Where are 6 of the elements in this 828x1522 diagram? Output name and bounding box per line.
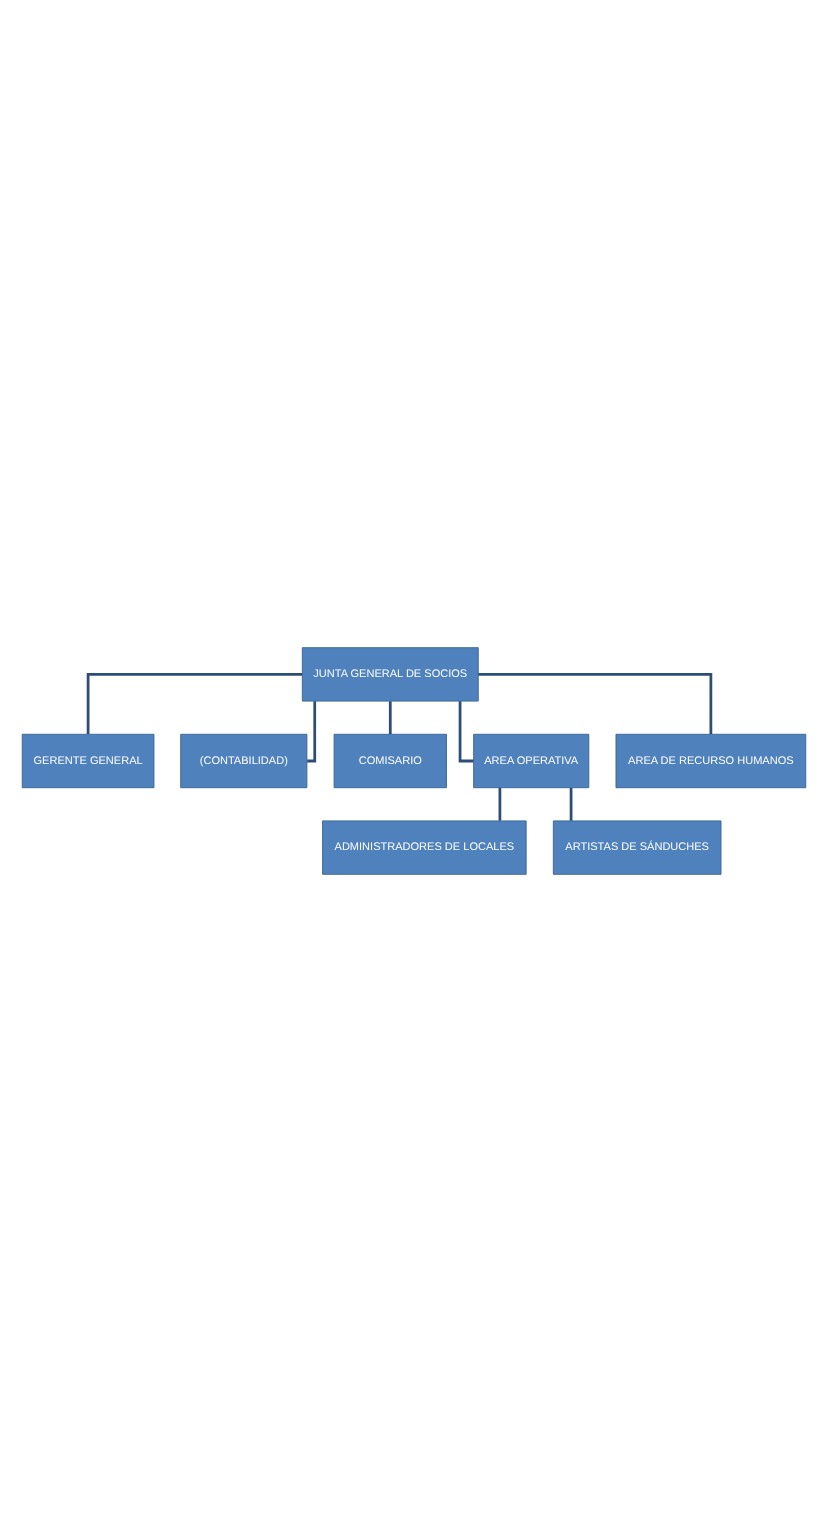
connector <box>478 673 713 735</box>
connector <box>86 673 303 735</box>
connector <box>458 701 474 763</box>
connector <box>388 701 392 735</box>
connector <box>569 787 573 821</box>
connector <box>498 787 502 821</box>
